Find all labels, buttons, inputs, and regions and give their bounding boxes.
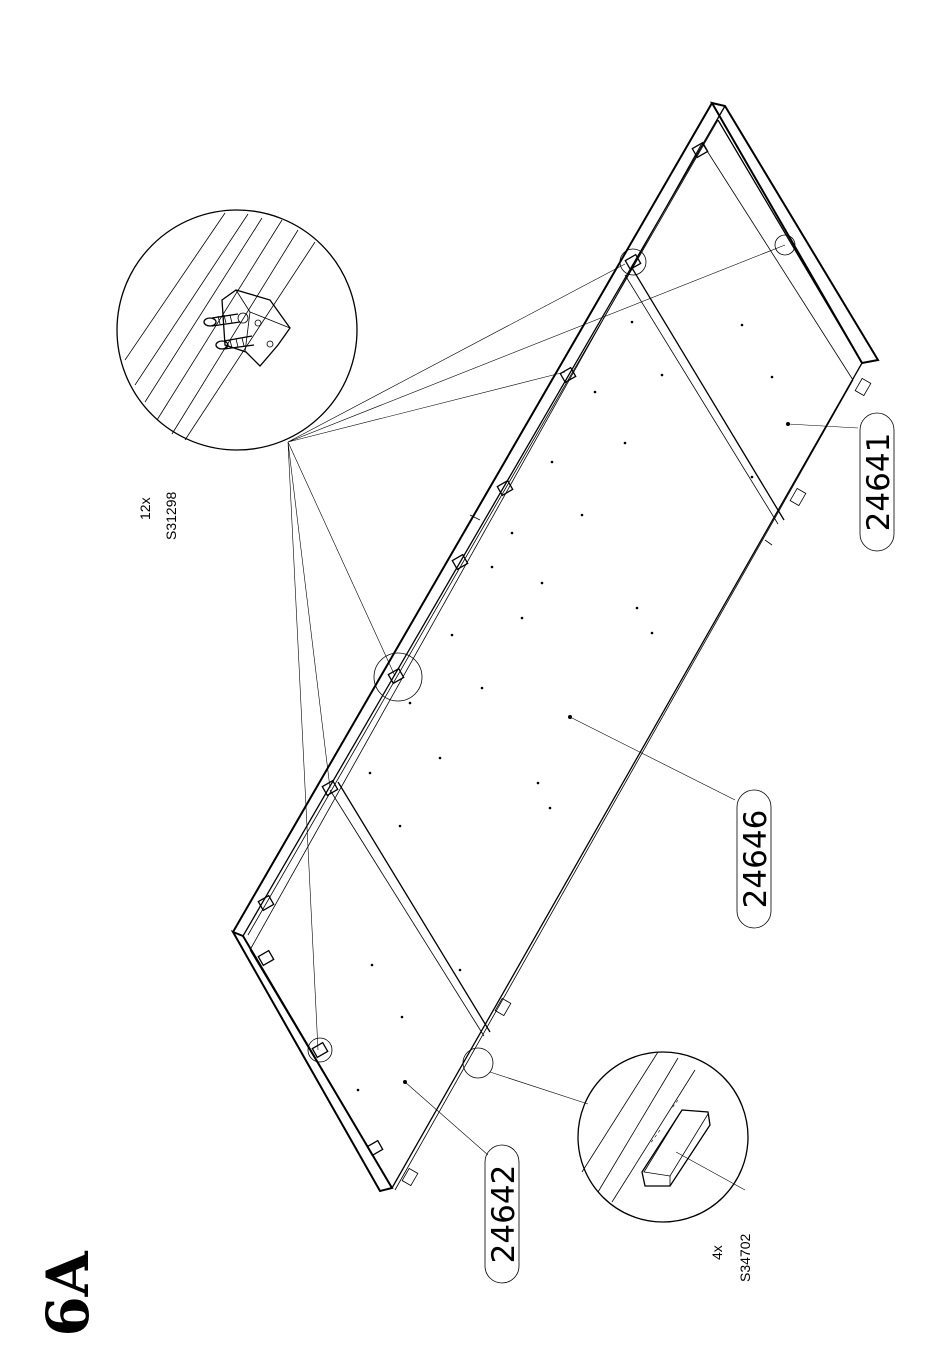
part-label-24641: 24641 [788, 413, 897, 551]
bracket-highlight-circle-3 [308, 1038, 332, 1062]
bracket-highlight-circle-2 [620, 249, 646, 275]
foot-highlight-circle [463, 1048, 493, 1078]
part-number-24642: 24642 [486, 1165, 522, 1264]
step-label: 6A [34, 1250, 102, 1336]
panel-holes [357, 321, 790, 1092]
bracket-detail-callout [117, 210, 785, 1050]
frame-assembly [233, 103, 878, 1191]
foot-quantity: 4x [709, 1245, 725, 1260]
part-number-24646: 24646 [738, 810, 774, 909]
bracket-quantity: 12x [137, 497, 153, 520]
foot-detail-callout [490, 1052, 748, 1222]
foot-part-code: S34702 [737, 1234, 753, 1282]
part-label-24642: 24642 [405, 1082, 522, 1283]
bracket-part-code: S31298 [163, 492, 179, 540]
bracket-markers [258, 143, 707, 1156]
screw-icon [204, 313, 273, 349]
part-number-24641: 24641 [861, 433, 897, 532]
